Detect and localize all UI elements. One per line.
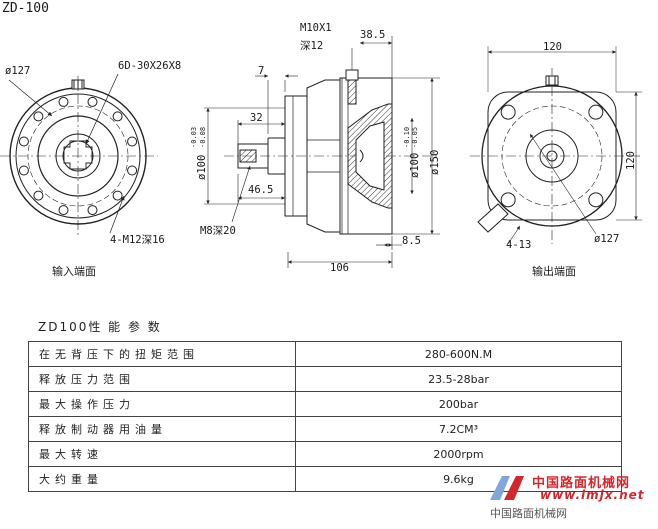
spec-row: 最大操作压力 200bar: [28, 391, 622, 417]
spec-row: 在无背压下的扭矩范围 280-600N.M: [28, 341, 622, 367]
watermark-logo-icon: [490, 476, 524, 500]
bolt-hole: [127, 136, 138, 147]
bolt-hole: [58, 205, 69, 216]
output-holes-label: 4-13: [506, 239, 531, 251]
thread-top-depth: 深12: [300, 40, 323, 52]
spec-name: 最大转速: [28, 441, 296, 467]
watermark-sub: 中国路面机械网: [490, 507, 567, 520]
tol-right-lo: -0.05: [411, 127, 419, 148]
spline-label: 6D-30X26X8: [118, 60, 181, 72]
output-end-view: [470, 46, 642, 245]
bolt-hole: [33, 190, 44, 201]
spec-value: 7.2CM³: [295, 416, 622, 442]
section-view: [204, 36, 440, 268]
bolt-holes-label: 4-M12深16: [110, 234, 165, 246]
watermark-cn: 中国路面机械网: [532, 476, 631, 491]
spec-value: 2000rpm: [295, 441, 622, 467]
spec-name: 释放制动器用油量: [28, 416, 296, 442]
spec-row: 大约重量 9.6kg: [28, 466, 622, 492]
spec-row: 最大转速 2000rpm: [28, 441, 622, 467]
bolt-hole: [87, 205, 98, 216]
spec-value: 280-600N.M: [295, 341, 622, 367]
spec-row: 释放压力范围 23.5-28bar: [28, 366, 622, 392]
dim-100-left: ø100: [196, 155, 208, 180]
output-end-caption: 输出端面: [532, 264, 576, 278]
bolt-hole: [18, 165, 29, 176]
technical-drawing: ZD-100 ø127 6D-30X26X8 4-M12深16 输入端面: [0, 1, 642, 278]
dim-8-5: 8.5: [402, 235, 421, 247]
bolt-hole: [18, 136, 29, 147]
input-diameter-label: ø127: [5, 65, 30, 77]
spec-row: 释放制动器用油量 7.2CM³: [28, 416, 622, 442]
mount-hole: [500, 104, 516, 120]
spec-value: 23.5-28bar: [295, 366, 622, 392]
dim-38-5: 38.5: [360, 29, 385, 41]
spec-name: 在无背压下的扭矩范围: [28, 341, 296, 367]
spec-caption: ZD100性 能 参 数: [38, 320, 162, 334]
dim-7: 7: [258, 65, 264, 77]
spec-name: 大约重量: [28, 466, 296, 492]
thread-bottom: M8深20: [200, 225, 236, 237]
watermark-url: www.lmjx.net: [540, 488, 645, 502]
bolt-hole: [87, 96, 98, 107]
dim-32: 32: [250, 112, 263, 124]
spec-value: 200bar: [295, 391, 622, 417]
bolt-hole: [112, 190, 123, 201]
dim-150: ø150: [429, 150, 441, 175]
spec-name: 最大操作压力: [28, 391, 296, 417]
thread-top: M10X1: [300, 22, 332, 34]
dim-106: 106: [330, 262, 349, 274]
dim-100-right: ø100: [409, 153, 421, 178]
bolt-hole: [127, 165, 138, 176]
spec-value: 9.6kg: [295, 466, 622, 492]
input-end-caption: 输入端面: [52, 264, 96, 278]
mount-hole: [588, 104, 604, 120]
tol-left-lo: -0.08: [199, 127, 207, 148]
tol-left-hi: -0.03: [190, 127, 198, 148]
bolt-hole: [112, 111, 123, 122]
spec-table: 在无背压下的扭矩范围 280-600N.M 释放压力范围 23.5-28bar …: [28, 341, 622, 492]
tol-right-hi: -0.10: [403, 127, 411, 148]
output-width: 120: [543, 41, 562, 53]
model-title: ZD-100: [2, 1, 49, 16]
output-height: 120: [625, 151, 637, 170]
output-diameter-label: ø127: [594, 233, 619, 245]
dim-46-5: 46.5: [248, 184, 273, 196]
spec-name: 释放压力范围: [28, 366, 296, 392]
bolt-hole: [58, 96, 69, 107]
bolt-hole: [33, 111, 44, 122]
input-end-view: [0, 73, 158, 238]
mount-hole: [588, 192, 604, 208]
mount-hole: [500, 192, 516, 208]
